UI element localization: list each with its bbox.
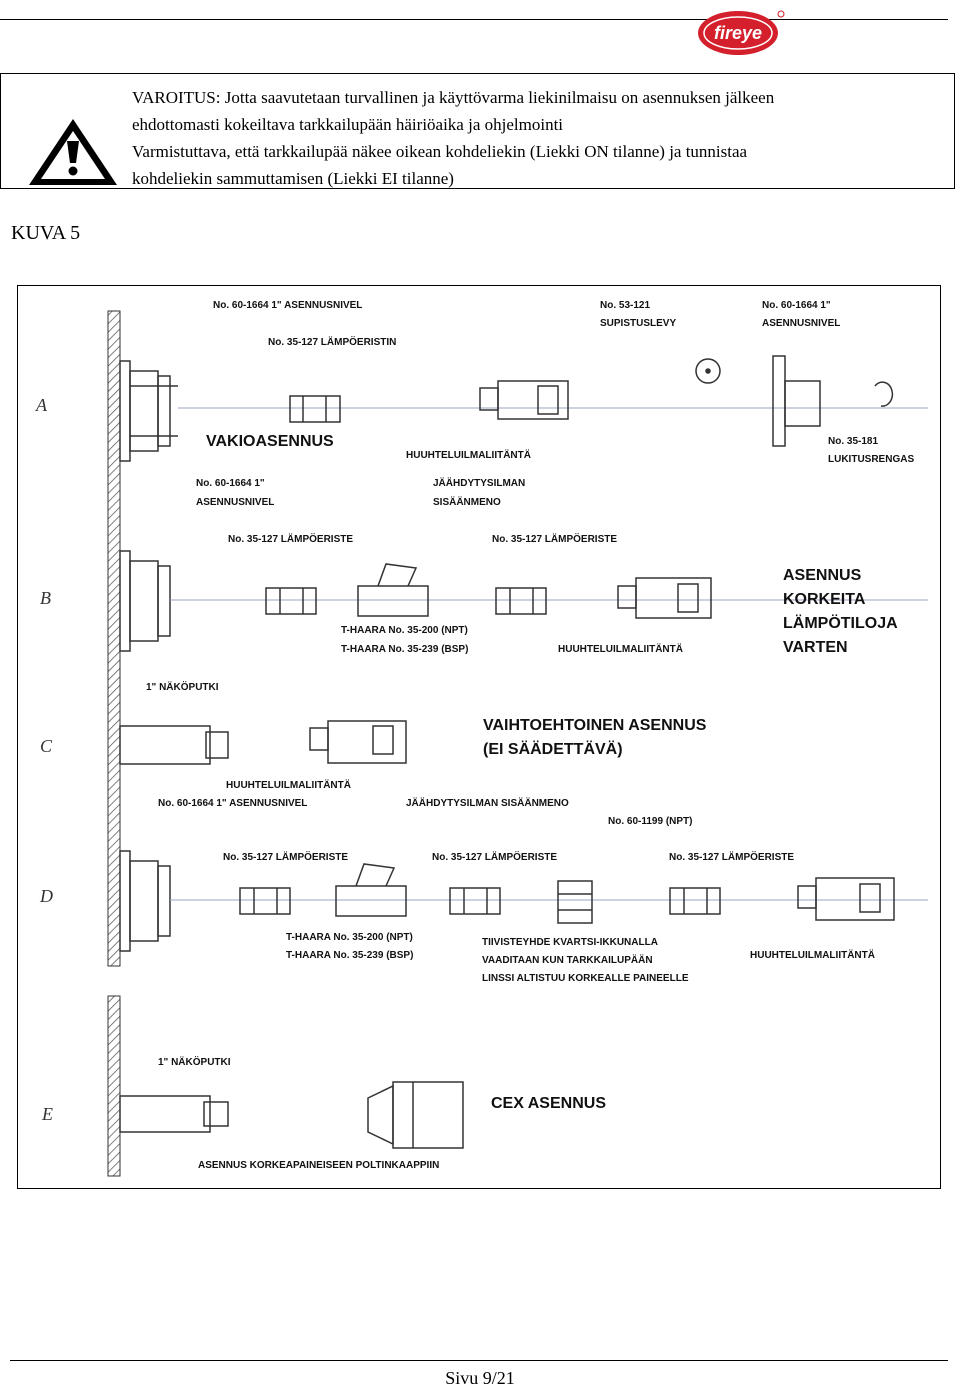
label-title: ASENNUS [783, 567, 862, 584]
logo-text: fireye [714, 23, 762, 43]
label: VAADITAAN KUN TARKKAILUPÄÄN [482, 953, 653, 966]
row-letter-a: A [35, 395, 48, 415]
label: T-HAARA No. 35-239 (BSP) [341, 644, 468, 655]
label: T-HAARA No. 35-239 (BSP) [286, 950, 413, 961]
label: No. 35-127 LÄMPÖERISTE [223, 850, 348, 863]
label: LINSSI ALTISTUU KORKEALLE PAINEELLE [482, 973, 689, 984]
warning-line: ehdottomasti kokeiltava tarkkailupään hä… [132, 115, 564, 134]
label: LUKITUSRENGAS [828, 454, 914, 465]
label: No. 60-1664 1" ASENNUSNIVEL [213, 300, 362, 311]
label: No. 60-1199 (NPT) [608, 816, 692, 827]
burner-wall [107, 310, 121, 967]
warning-line: kohdeliekin sammuttamisen (Liekki EI til… [132, 169, 454, 188]
label: HUUHTELUILMALIITÄNTÄ [558, 642, 683, 655]
label: ASENNUS KORKEAPAINEISEEN POLTINKAAPPIIN [198, 1160, 439, 1171]
row-letter-d: D [39, 886, 53, 906]
row-letter-b: B [40, 588, 51, 608]
warning-box: VAROITUS: Jotta saavutetaan turvallinen … [0, 73, 955, 189]
page-number: Sivu 9/21 [445, 1368, 515, 1388]
header-rule [0, 19, 948, 20]
label: No. 35-181 [828, 436, 878, 447]
label: No. 53-121 [600, 300, 650, 311]
label-title: VAIHTOEHTOINEN ASENNUS [483, 717, 707, 734]
row-c-assembly [119, 720, 407, 765]
row-letter-e: E [41, 1104, 53, 1124]
label: No. 60-1664 1" [196, 478, 265, 489]
label: No. 35-127 LÄMPÖERISTIN [268, 335, 396, 348]
installation-diagram: A B C D E No. 60-1664 1" ASENNUSNIVEL No… [17, 285, 941, 1189]
label: JÄÄHDYTYSILMAN [433, 476, 525, 489]
label-title: (EI SÄÄDETTÄVÄ) [483, 740, 623, 758]
label: HUUHTELUILMALIITÄNTÄ [750, 948, 875, 961]
label: No. 35-127 LÄMPÖERISTE [669, 850, 794, 863]
row-d-assembly [119, 850, 928, 952]
row-a-assembly [119, 355, 928, 462]
label-title: CEX ASENNUS [491, 1095, 606, 1112]
warning-text: VAROITUS: Jotta saavutetaan turvallinen … [132, 84, 952, 192]
label-title: LÄMPÖTILOJA [783, 613, 898, 632]
fireye-logo: fireye [698, 10, 785, 55]
label: No. 60-1664 1" [762, 300, 831, 311]
label: No. 35-127 LÄMPÖERISTE [228, 532, 353, 545]
label: TIIVISTEYHDE KVARTSI-IKKUNALLA [482, 937, 658, 948]
label: SUPISTUSLEVY [600, 318, 676, 329]
label-title: VARTEN [783, 639, 848, 656]
label: ASENNUSNIVEL [196, 497, 274, 508]
label: JÄÄHDYTYSILMAN SISÄÄNMENO [406, 796, 569, 809]
label: No. 60-1664 1" ASENNUSNIVEL [158, 798, 307, 809]
label: HUUHTELUILMALIITÄNTÄ [226, 778, 351, 791]
label: T-HAARA No. 35-200 (NPT) [341, 625, 468, 636]
warning-icon [29, 119, 117, 185]
label: No. 35-127 LÄMPÖERISTE [432, 850, 557, 863]
label: 1" NÄKÖPUTKI [146, 680, 219, 693]
row-b-assembly [119, 550, 928, 652]
figure-label: KUVA 5 [11, 222, 81, 244]
label: ASENNUSNIVEL [762, 318, 840, 329]
label: T-HAARA No. 35-200 (NPT) [286, 932, 413, 943]
label-title: KORKEITA [783, 591, 866, 608]
warning-line: VAROITUS: Jotta saavutetaan turvallinen … [132, 88, 775, 107]
row-letter-c: C [40, 736, 53, 756]
label: 1" NÄKÖPUTKI [158, 1055, 231, 1068]
label: SISÄÄNMENO [433, 495, 501, 508]
warning-line: Varmistuttava, että tarkkailupää näkee o… [132, 142, 748, 161]
label: HUUHTELUILMALIITÄNTÄ [406, 448, 531, 461]
label-vakioasennus: VAKIOASENNUS [206, 433, 334, 450]
burner-wall [107, 995, 121, 1177]
footer-rule [10, 1360, 948, 1361]
row-e-assembly [119, 1081, 464, 1149]
label: No. 35-127 LÄMPÖERISTE [492, 532, 617, 545]
